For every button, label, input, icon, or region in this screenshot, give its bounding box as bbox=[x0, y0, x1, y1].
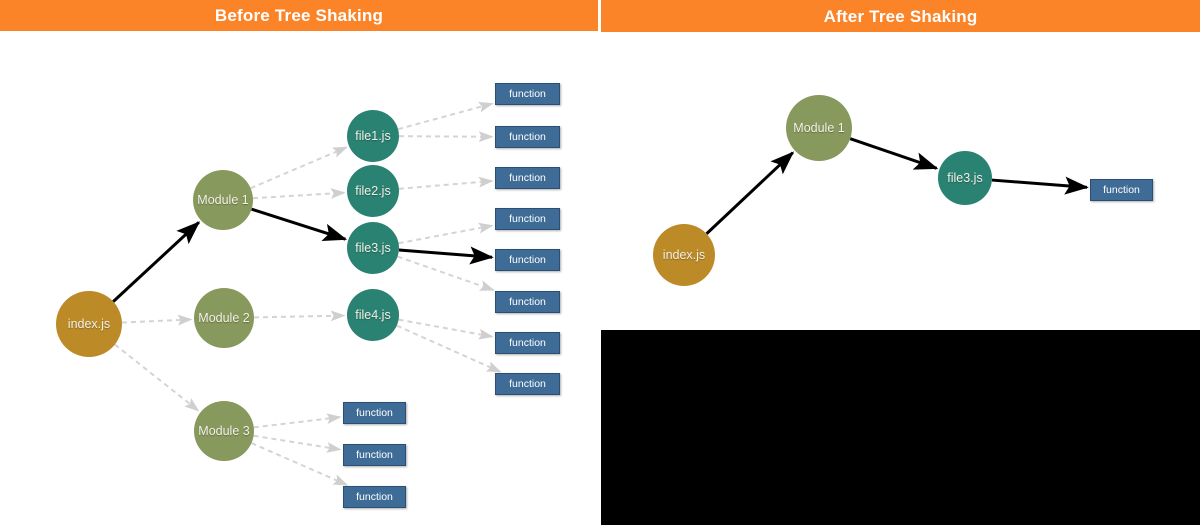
edge-mod1-to-file1 bbox=[250, 146, 348, 190]
node-mod3: Module 3 bbox=[194, 401, 254, 461]
node-file2: file2.js bbox=[347, 165, 399, 217]
edge-index-to-mod1 bbox=[112, 221, 201, 303]
edge-index-to-mod3 bbox=[114, 343, 200, 412]
node-label: file3.js bbox=[947, 170, 983, 185]
function-box-label: function bbox=[509, 212, 546, 225]
function-box: function bbox=[495, 208, 560, 230]
function-box: function bbox=[495, 332, 560, 354]
edge-mod2-to-file4 bbox=[253, 310, 346, 322]
edge-r-index-to-r-mod1 bbox=[705, 151, 795, 235]
edge-mod3-to-fnB3 bbox=[251, 442, 349, 486]
function-box: function bbox=[495, 83, 560, 105]
node-label: Module 3 bbox=[198, 423, 250, 438]
edge-r-mod1-to-r-file3 bbox=[849, 137, 939, 170]
function-box-label: function bbox=[1103, 183, 1140, 196]
node-mod2: Module 2 bbox=[194, 288, 254, 348]
edge-file3-to-fnA6 bbox=[397, 255, 495, 291]
function-box-label: function bbox=[509, 87, 546, 100]
header-title-before: Before Tree Shaking bbox=[214, 6, 384, 25]
node-r-mod1: Module 1 bbox=[786, 95, 852, 161]
black-panel-region bbox=[601, 330, 1200, 525]
node-label: index.js bbox=[662, 247, 706, 262]
function-box-label: function bbox=[356, 448, 393, 461]
edge-file2-to-fnA3 bbox=[398, 176, 494, 190]
function-box: function bbox=[343, 486, 406, 508]
header-bar-after: After Tree Shaking bbox=[601, 0, 1200, 32]
edge-r-file3-to-r-fn bbox=[991, 176, 1089, 195]
function-box-label: function bbox=[509, 130, 546, 143]
edge-file1-to-fnA2 bbox=[398, 131, 494, 143]
header-title-after: After Tree Shaking bbox=[823, 6, 978, 26]
edge-file4-to-fnA7 bbox=[398, 318, 494, 340]
function-box: function bbox=[495, 249, 560, 271]
edge-file4-to-fnA8 bbox=[396, 324, 502, 373]
node-file1: file1.js bbox=[347, 110, 399, 162]
edge-mod1-to-file2 bbox=[252, 188, 346, 200]
header-bar-before: Before Tree Shaking bbox=[0, 0, 598, 31]
function-box-label: function bbox=[356, 406, 393, 419]
function-box: function bbox=[495, 291, 560, 313]
function-box-label: function bbox=[509, 253, 546, 266]
function-box: function bbox=[495, 373, 560, 395]
node-label: Module 1 bbox=[197, 192, 249, 207]
node-label: Module 1 bbox=[793, 120, 845, 135]
function-box: function bbox=[1090, 179, 1153, 201]
edge-file1-to-fnA1 bbox=[397, 101, 494, 131]
node-mod1: Module 1 bbox=[193, 170, 253, 230]
edge-mod1-to-file3 bbox=[251, 207, 348, 241]
edge-mod3-to-fnB2 bbox=[253, 434, 342, 453]
node-index: index.js bbox=[56, 291, 122, 357]
function-box: function bbox=[495, 167, 560, 189]
function-box-label: function bbox=[509, 295, 546, 308]
node-r-file3: file3.js bbox=[938, 151, 992, 205]
node-label: file4.js bbox=[355, 307, 391, 322]
edge-file3-to-fnA4 bbox=[398, 222, 494, 245]
node-label: file2.js bbox=[355, 183, 391, 198]
function-box: function bbox=[495, 126, 560, 148]
function-box-label: function bbox=[509, 171, 546, 184]
node-label: index.js bbox=[67, 316, 111, 331]
node-label: Module 2 bbox=[198, 310, 250, 325]
node-file4: file4.js bbox=[347, 289, 399, 341]
edge-index-to-mod2 bbox=[121, 314, 193, 326]
function-box-label: function bbox=[509, 377, 546, 390]
function-box: function bbox=[343, 402, 406, 424]
function-box-label: function bbox=[509, 336, 546, 349]
node-label: file1.js bbox=[355, 128, 391, 143]
node-label: file3.js bbox=[355, 240, 391, 255]
function-box-label: function bbox=[356, 490, 393, 503]
node-r-index: index.js bbox=[653, 224, 715, 286]
edge-mod3-to-fnB1 bbox=[253, 413, 342, 429]
function-box: function bbox=[343, 444, 406, 466]
edge-file3-to-fnA5 bbox=[398, 246, 494, 265]
node-file3: file3.js bbox=[347, 222, 399, 274]
